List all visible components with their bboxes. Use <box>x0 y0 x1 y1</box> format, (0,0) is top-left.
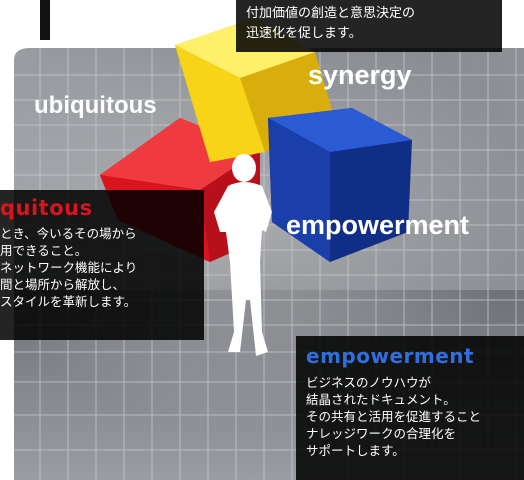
empowerment-text-line-5: サポートします。 <box>306 443 405 458</box>
empowerment-text-line-2: 結晶されたドキュメント。 <box>306 392 456 407</box>
empowerment-scene-label: empowerment <box>286 210 470 240</box>
ubiquitous-text-line-5: スタイルを革新します。 <box>0 294 137 309</box>
ubiquitous-heading: quitous <box>0 196 93 220</box>
empowerment-description-panel: empowerment ビジネスのノウハウが 結晶されたドキュメント。 その共有… <box>296 336 524 480</box>
synergy-description-panel: 付加価値の創造と意思決定の 迅速化を促します。 <box>236 0 502 52</box>
empowerment-text-line-3: その共有と活用を促進すること <box>306 409 482 424</box>
person-silhouette <box>214 154 272 356</box>
ubiquitous-text-line-3: ネットワーク機能により <box>0 260 138 275</box>
ubiquitous-scene-label: ubiquitous <box>34 92 157 119</box>
ubiquitous-text-line-2: 用できること。 <box>0 243 88 258</box>
ubiquitous-description-panel: quitous とき、今いるその場から 用できること。 ネットワーク機能により … <box>0 190 204 340</box>
empowerment-heading: empowerment <box>306 344 475 368</box>
synergy-text-line-2: 迅速化を促します。 <box>246 26 362 41</box>
ubiquitous-text-line-4: 間と場所から解放し、 <box>0 277 126 292</box>
synergy-text-line-1: 付加価値の創造と意思決定の <box>246 6 416 21</box>
empowerment-text-line-4: ナレッジワークの合理化を <box>306 426 457 441</box>
ubiquitous-text-line-1: とき、今いるその場から <box>0 226 137 241</box>
blue-cube <box>268 108 412 262</box>
empowerment-text-line-1: ビジネスのノウハウが <box>306 375 432 390</box>
synergy-scene-label: synergy <box>308 60 412 90</box>
